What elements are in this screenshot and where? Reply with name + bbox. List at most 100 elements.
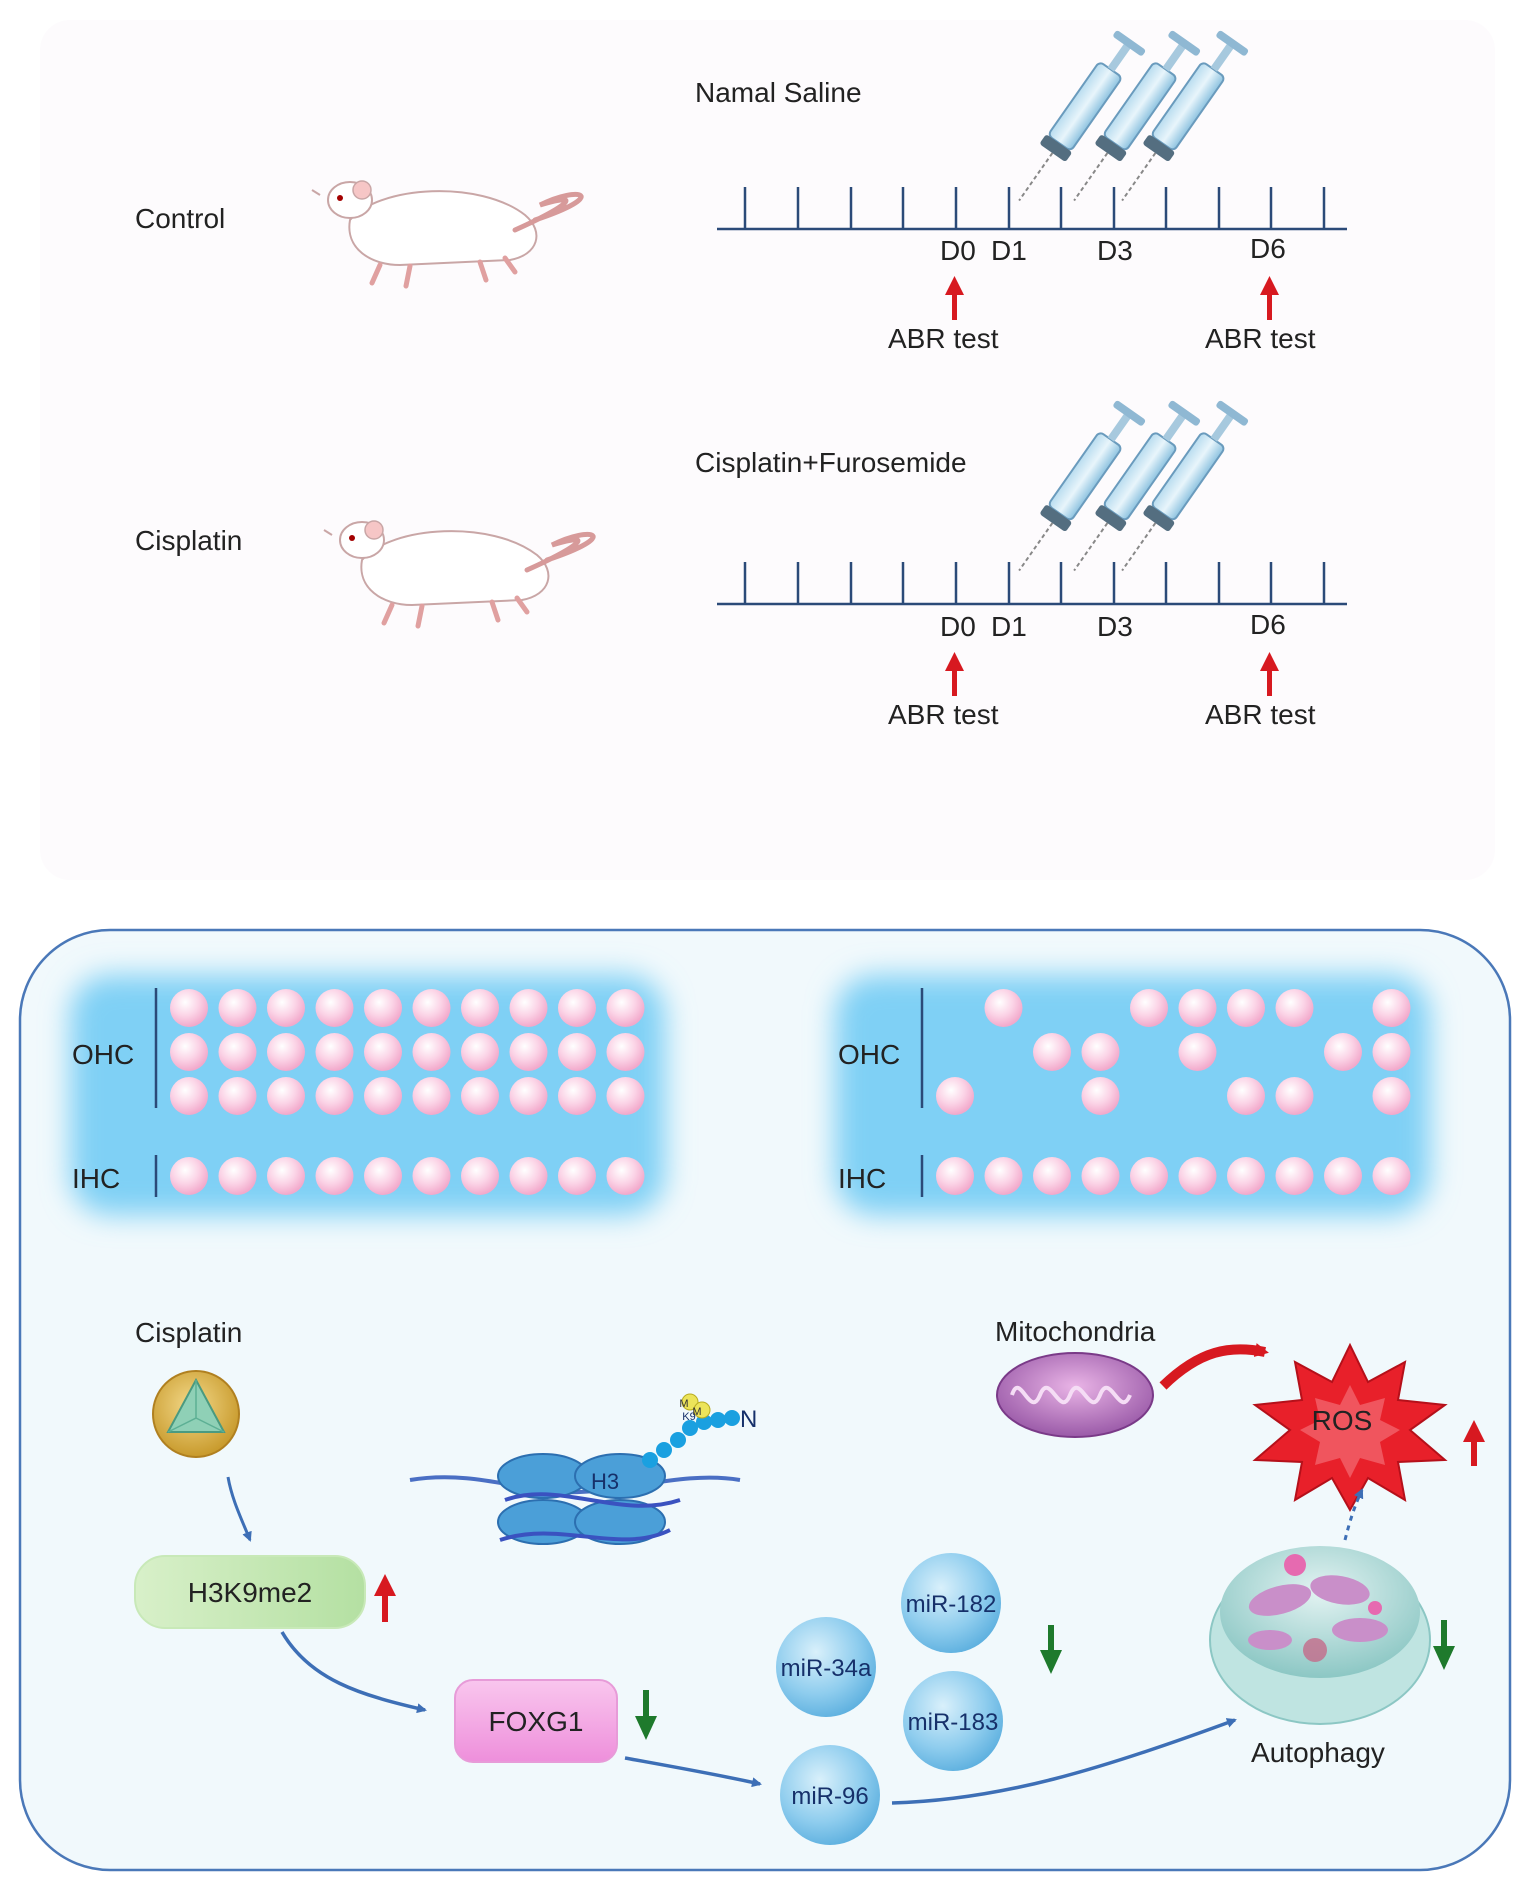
arrow-h3k9me2-to-foxg1 [280,1631,427,1714]
outer-hair-cell [606,1077,645,1115]
outer-hair-cell [606,1033,645,1071]
treatment-label-cisplatin: Cisplatin+Furosemide [695,447,967,478]
inner-hair-cell [1178,1157,1217,1195]
inner-hair-cell [461,1157,499,1195]
mir-34a-label: miR-34a [781,1655,872,1682]
autophagy-icon [1209,1546,1431,1725]
outer-hair-cell [461,989,499,1027]
mitochondria-icon [996,1352,1154,1438]
tick-d1-cisplatin: D1 [991,611,1027,642]
outer-hair-cell [509,989,548,1027]
arrow-autophagy-to-ros [1343,1488,1364,1541]
outer-hair-cell [315,1077,354,1115]
outer-hair-cell [1275,1077,1314,1115]
outer-hair-cell [1178,989,1217,1027]
syringe-icon-2 [1073,30,1201,202]
inner-hair-cell [1324,1157,1362,1195]
mir-182-label: miR-182 [906,1591,997,1618]
outer-hair-cell [364,989,402,1027]
n-terminus-label: N [740,1406,757,1433]
group-cisplatin: Cisplatin Cisplatin+Furosemide [135,400,1347,730]
mirna-ball-182 [901,1553,1001,1653]
outer-hair-cell [1372,989,1411,1027]
h3k9me2-box [134,1555,366,1629]
ihc-label-left: IHC [72,1163,120,1194]
tick-d6-cisplatin: D6 [1250,609,1286,640]
arrow-mitochondria-to-ros [1159,1343,1269,1390]
inner-hair-cell [936,1157,974,1195]
inner-hair-cell [1130,1157,1168,1195]
outer-hair-cell [412,1033,451,1071]
outer-hair-cell [267,989,305,1027]
mirna-ball-34a [776,1617,876,1717]
outer-hair-cell [170,989,208,1027]
hair-cells-right [936,989,1411,1195]
abr-test-left-control: ABR test [888,323,999,354]
ros-burst-icon [1252,1342,1448,1513]
arrow-mir96-to-autophagy [891,1718,1237,1805]
ihc-label-right: IHC [838,1163,886,1194]
nucleosome-icon [409,1393,741,1545]
inner-hair-cell [170,1157,208,1195]
syringe-icon-3 [1121,30,1249,202]
inner-hair-cell [1372,1157,1411,1195]
group-label-cisplatin: Cisplatin [135,525,242,556]
inner-hair-cell [1033,1157,1071,1195]
mirna-ball-183 [903,1671,1003,1771]
syringe-icon-4 [1018,400,1146,572]
outer-hair-cell [1081,1033,1120,1071]
mir-183-label: miR-183 [908,1709,999,1736]
abr-test-left-cisplatin: ABR test [888,699,999,730]
outer-hair-cell [267,1033,305,1071]
mitochondria-label: Mitochondria [995,1316,1156,1347]
red-up-arrow-icon [374,1574,396,1622]
cisplatin-drug-icon [152,1370,240,1458]
inner-hair-cell [267,1157,305,1195]
outer-hair-cell [461,1077,499,1115]
abr-test-right-control: ABR test [1205,323,1316,354]
tick-d6-control: D6 [1250,233,1286,264]
outer-hair-cell [509,1077,548,1115]
tick-d3-cisplatin: D3 [1097,611,1133,642]
hair-cell-separators [154,988,924,1197]
inner-hair-cell [1081,1157,1120,1195]
outer-hair-cell [1227,989,1265,1027]
group-control: Control Namal Saline [135,30,1347,354]
foxg1-box [454,1679,618,1763]
cisplatin-label: Cisplatin [135,1317,242,1348]
inner-hair-cell [412,1157,451,1195]
ohc-label-right: OHC [838,1039,900,1070]
outer-hair-cell [1081,1077,1120,1115]
inner-hair-cell [315,1157,354,1195]
outer-hair-cell [1372,1077,1411,1115]
outer-hair-cell [984,989,1023,1027]
timeline-control [717,187,1347,231]
rat-icon [311,180,584,289]
abr-test-right-cisplatin: ABR test [1205,699,1316,730]
hair-cell-glow-right [835,975,1430,1215]
hair-cells-left [170,989,645,1195]
outer-hair-cell [170,1033,208,1071]
outer-hair-cell [315,1033,354,1071]
outer-hair-cell [606,989,645,1027]
outer-hair-cell [364,1033,402,1071]
tick-d3-control: D3 [1097,235,1133,266]
group-label-control: Control [135,203,225,234]
ohc-label-left: OHC [72,1039,134,1070]
outer-hair-cell [364,1077,402,1115]
k9-label: K9 [682,1411,695,1423]
red-up-arrow-icon [1463,1420,1485,1466]
outer-hair-cell [1324,1033,1362,1071]
mir-96-label: miR-96 [791,1783,868,1810]
outer-hair-cell [412,989,451,1027]
outer-hair-cell [509,1033,548,1071]
syringe-icon-6 [1121,400,1249,572]
green-down-arrow-icon [1040,1625,1062,1674]
green-down-arrow-icon [1433,1620,1455,1670]
arrow-foxg1-to-mir96 [624,1756,762,1788]
outer-hair-cell [558,1077,596,1115]
inner-hair-cell [984,1157,1023,1195]
outer-hair-cell [1372,1033,1411,1071]
